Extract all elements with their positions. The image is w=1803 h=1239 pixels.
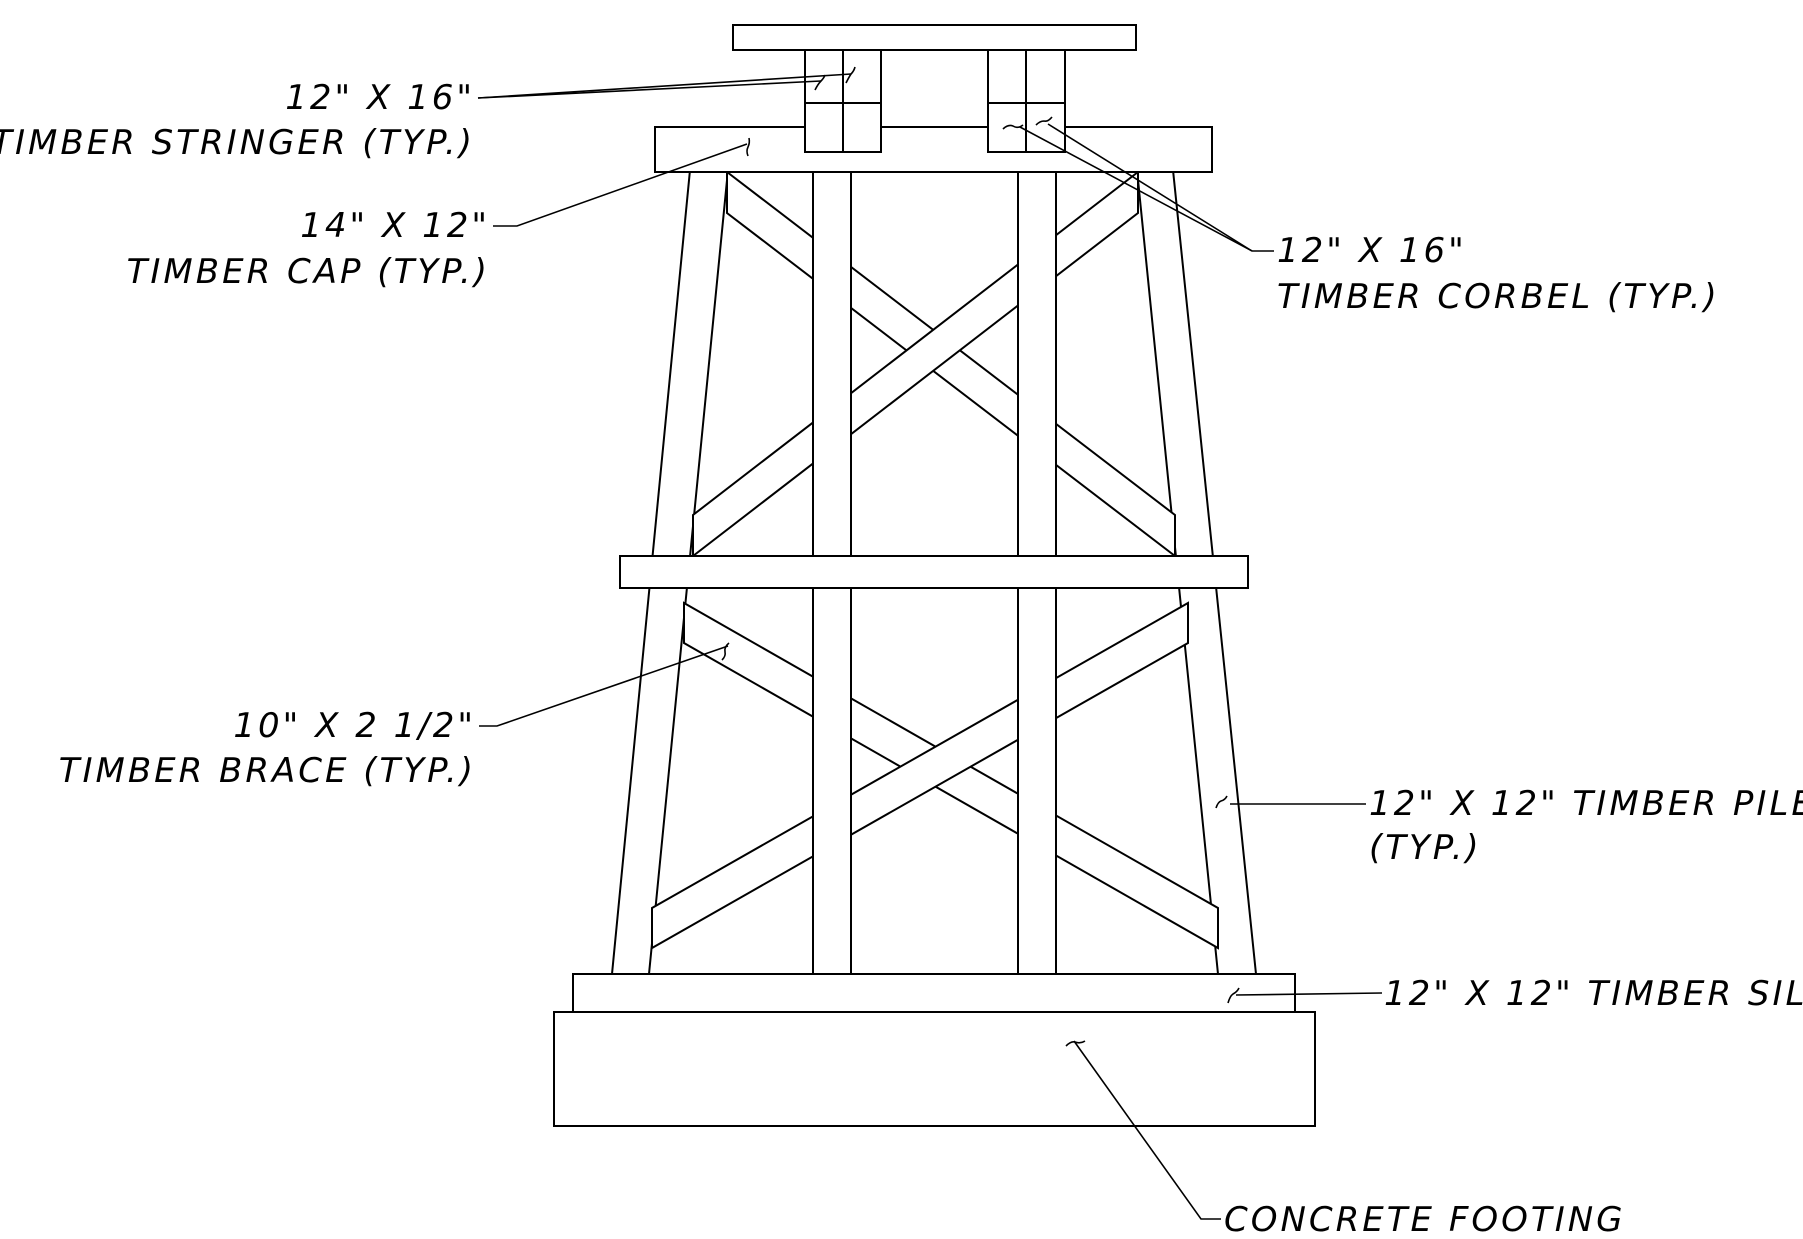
- lower-brace-set: [651, 601, 1219, 950]
- pile-leader: [1215, 795, 1366, 809]
- sill-label: 12" X 12" TIMBER SILL: [1384, 974, 1803, 1014]
- brace-name-label: TIMBER BRACE (TYP.): [59, 751, 476, 791]
- stringer-name-label: TIMBER STRINGER (TYP.): [0, 123, 475, 163]
- middle-horizontal-girt: [619, 555, 1249, 589]
- corbel-name-label: TIMBER CORBEL (TYP.): [1277, 277, 1720, 317]
- stringer-corbel-right: [987, 49, 1066, 153]
- upper-brace-set: [692, 169, 1176, 559]
- sill-leader: [1227, 987, 1383, 1004]
- brace-leader: [479, 642, 730, 727]
- concrete-footing: [553, 1011, 1316, 1127]
- deck-plank: [732, 24, 1137, 51]
- corbel-leader: [1002, 116, 1274, 252]
- brace-size-label: 10" X 2 1/2": [233, 706, 476, 746]
- footing-label: CONCRETE FOOTING: [1224, 1200, 1626, 1239]
- footing-leader: [1065, 1040, 1221, 1220]
- cap-size-label: 14" X 12": [300, 206, 490, 246]
- corbel-size-label: 12" X 16": [1277, 231, 1467, 271]
- stringer-size-label: 12" X 16": [285, 78, 475, 118]
- pile-label-line1: 12" X 12" TIMBER PILE: [1369, 784, 1803, 824]
- stringer-leader: [477, 66, 856, 99]
- timber-cap: [654, 126, 1213, 173]
- pile-label-line2: (TYP.): [1369, 828, 1482, 868]
- stringer-corbel-left: [804, 49, 882, 153]
- timber-sill: [572, 973, 1296, 1013]
- cap-name-label: TIMBER CAP (TYP.): [127, 252, 490, 292]
- cap-leader: [493, 137, 751, 227]
